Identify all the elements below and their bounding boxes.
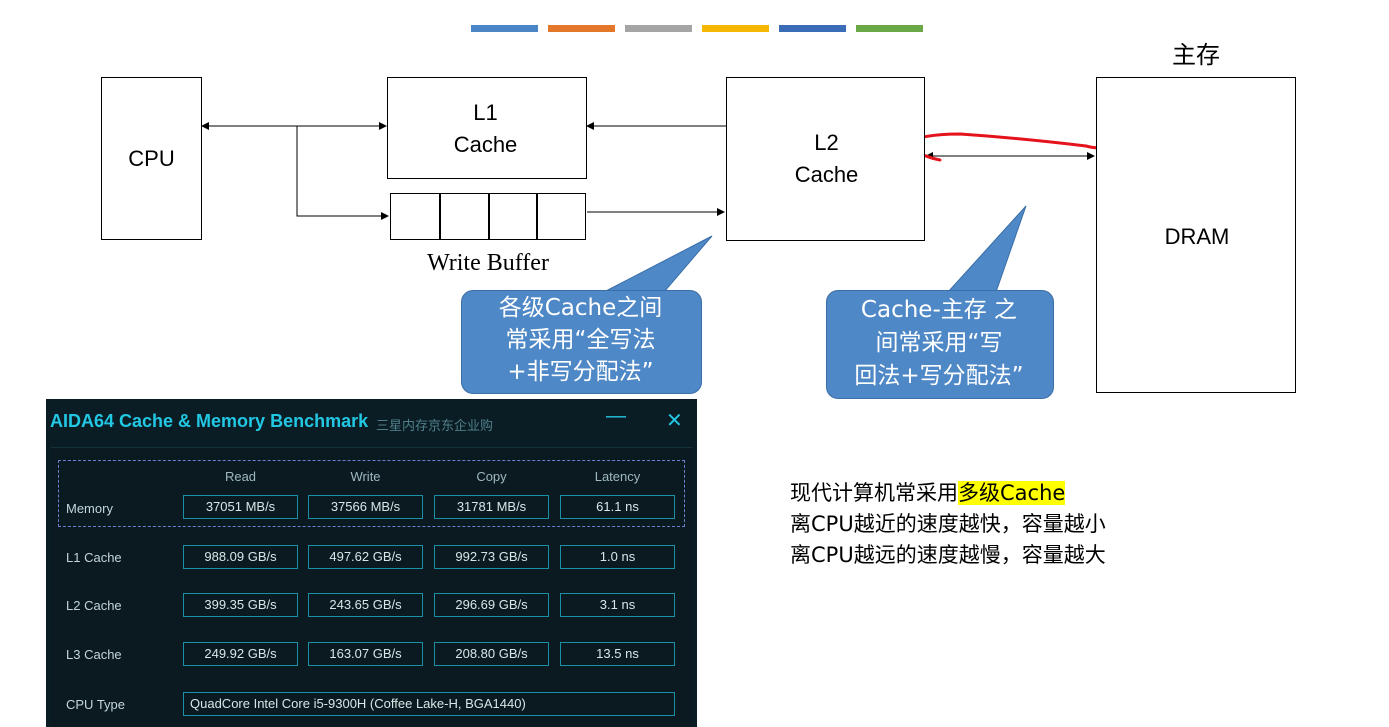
close-icon[interactable]: ✕: [666, 410, 683, 432]
dram-label: DRAM: [1164, 224, 1230, 249]
column-header-read: Read: [224, 469, 257, 484]
write-buffer-box: [390, 193, 586, 240]
callout-right-line1: Cache-主存 之: [860, 297, 1018, 323]
callout-right-pointer: [946, 205, 1027, 293]
write-buffer-divider: [536, 194, 538, 239]
cpu-box: CPU: [101, 77, 202, 240]
callout-right-line2: 间常采用“写: [875, 330, 1003, 356]
color-bar-segment: [779, 25, 846, 32]
memory-row-selection: [58, 460, 685, 527]
memory-read-cell: 37051 MB/s: [183, 495, 298, 519]
dram-box: DRAM: [1096, 77, 1296, 393]
row-label-cpu-type: CPU Type: [66, 697, 126, 712]
l2-write-cell: 243.65 GB/s: [308, 593, 423, 617]
note-line1: 现代计算机常采用多级Cache: [790, 478, 1066, 509]
l3-read-cell: 249.92 GB/s: [183, 642, 298, 666]
note-line1-highlight: 多级Cache: [958, 481, 1066, 505]
callout-left: [461, 290, 702, 394]
callout-left-line3: +非写分配法”: [507, 359, 654, 385]
l1-label-line1: L1: [473, 100, 498, 125]
l2-cache-box: L2 Cache: [726, 77, 925, 241]
l2-read-cell: 399.35 GB/s: [183, 593, 298, 617]
l2-latency-cell: 3.1 ns: [560, 593, 675, 617]
aida-title: AIDA64 Cache & Memory Benchmark: [50, 411, 369, 431]
memory-copy-cell: 31781 MB/s: [434, 495, 549, 519]
l1-latency-cell: 1.0 ns: [560, 545, 675, 569]
l1-write-cell: 497.62 GB/s: [308, 545, 423, 569]
memory-write-cell: 37566 MB/s: [308, 495, 423, 519]
write-buffer-divider: [488, 194, 490, 239]
color-bar-segment: [702, 25, 769, 32]
write-buffer-label: Write Buffer: [427, 250, 549, 276]
l1-read-cell: 988.09 GB/s: [183, 545, 298, 569]
l2-label-line2: Cache: [794, 162, 859, 187]
callout-right: [826, 290, 1054, 399]
row-label-l3: L3 Cache: [66, 647, 122, 662]
l1-label-line2: Cache: [453, 132, 518, 157]
l2-label-line1: L2: [814, 130, 839, 155]
l3-write-cell: 163.07 GB/s: [308, 642, 423, 666]
row-label-memory: Memory: [66, 501, 113, 516]
l2-copy-cell: 296.69 GB/s: [434, 593, 549, 617]
column-header-latency: Latency: [594, 469, 641, 484]
color-bar-segment: [548, 25, 615, 32]
l1-cache-box: L1 Cache: [387, 77, 587, 179]
cpu-writebuffer-arrow: [296, 126, 389, 220]
callout-right-line3: 回法+写分配法”: [854, 363, 1024, 389]
minimize-icon[interactable]: —: [606, 405, 626, 427]
main-memory-label: 主存: [1172, 41, 1220, 69]
color-bar-segment: [471, 25, 538, 32]
cpu-label: CPU: [128, 146, 175, 171]
column-header-copy: Copy: [476, 469, 507, 484]
column-header-write: Write: [350, 469, 381, 484]
l1-copy-cell: 992.73 GB/s: [434, 545, 549, 569]
write-buffer-divider: [439, 194, 441, 239]
memory-latency-cell: 61.1 ns: [560, 495, 675, 519]
cpu-type-value: QuadCore Intel Core i5-9300H (Coffee Lak…: [183, 692, 675, 716]
callout-left-line1: 各级Cache之间: [498, 295, 663, 321]
note-line3: 离CPU越远的速度越慢，容量越大: [790, 543, 1106, 567]
row-label-l2: L2 Cache: [66, 598, 122, 613]
color-bar-segment: [856, 25, 923, 32]
l3-latency-cell: 13.5 ns: [560, 642, 675, 666]
note-line1-prefix: 现代计算机常采用: [790, 481, 958, 505]
callout-left-pointer: [603, 235, 713, 293]
aida64-window: AIDA64 Cache & Memory Benchmark 三星内存京东企业…: [46, 399, 697, 727]
l3-copy-cell: 208.80 GB/s: [434, 642, 549, 666]
aida-content: [51, 447, 692, 727]
row-label-l1: L1 Cache: [66, 550, 122, 565]
callout-left-line2: 常采用“全写法: [505, 327, 656, 353]
aida-subtitle: 三星内存京东企业购: [376, 419, 494, 434]
note-line2: 离CPU越近的速度越快，容量越小: [790, 512, 1106, 536]
color-bar-segment: [625, 25, 692, 32]
